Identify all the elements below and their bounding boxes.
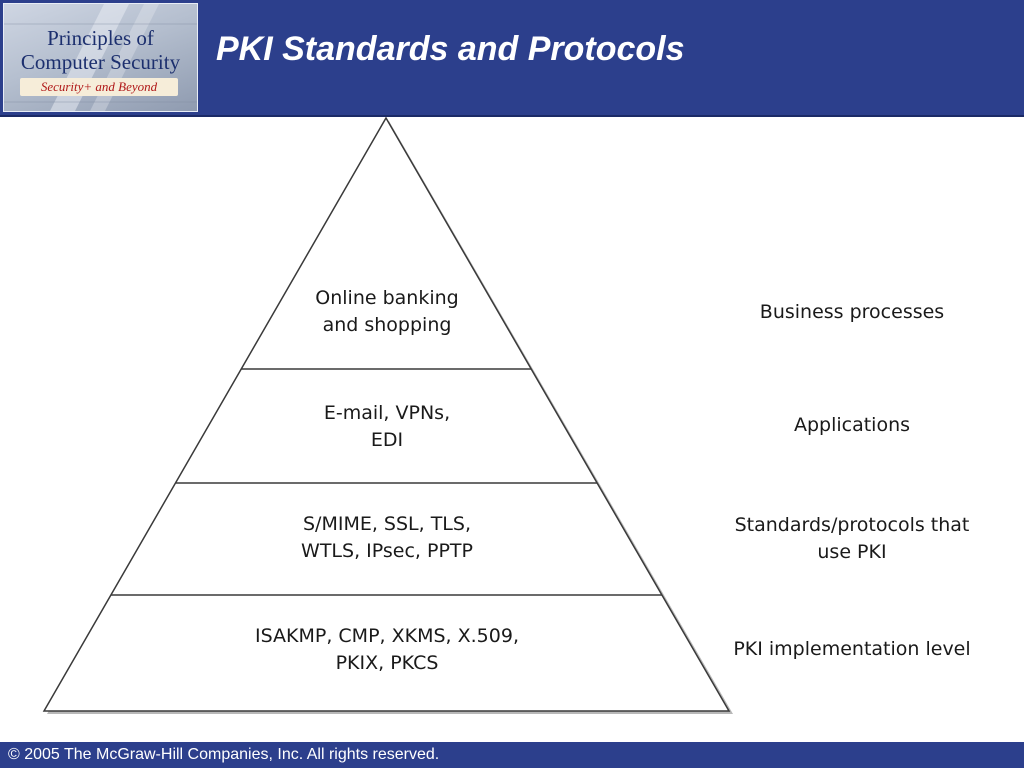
tier-label-business: Online banking and shopping <box>237 285 537 339</box>
tier-label-line: S/MIME, SSL, TLS, <box>302 513 471 535</box>
tier-label-line: EDI <box>370 429 404 451</box>
footer-bar: © 2005 The McGraw-Hill Companies, Inc. A… <box>0 742 1024 768</box>
header-divider <box>0 115 1024 117</box>
pyramid-outline <box>42 116 731 712</box>
book-logo: Principles of Computer Security Security… <box>3 3 198 112</box>
side-label-line: use PKI <box>817 541 887 563</box>
tier-label-line: PKIX, PKCS <box>335 652 439 674</box>
logo-title-line2: Computer Security <box>20 50 181 74</box>
tier-label-implementation: ISAKMP, CMP, XKMS, X.509, PKIX, PKCS <box>187 623 587 677</box>
logo-title-line1: Principles of <box>47 26 154 50</box>
side-label-business-processes: Business processes <box>712 299 992 326</box>
logo-subtitle: Security+ and Beyond <box>20 78 178 96</box>
tier-label-line: E-mail, VPNs, <box>323 402 451 424</box>
pyramid-diagram <box>42 116 733 714</box>
tier-label-line: ISAKMP, CMP, XKMS, X.509, <box>255 625 519 647</box>
tier-label-line: Online banking <box>315 287 459 309</box>
tier-label-protocols: S/MIME, SSL, TLS, WTLS, IPsec, PPTP <box>187 511 587 565</box>
side-label-standards: Standards/protocols that use PKI <box>702 512 1002 566</box>
tier-label-applications: E-mail, VPNs, EDI <box>237 400 537 454</box>
side-label-pki-implementation: PKI implementation level <box>702 636 1002 663</box>
side-label-line: PKI implementation level <box>733 638 971 660</box>
copyright-text: © 2005 The McGraw-Hill Companies, Inc. A… <box>8 746 440 763</box>
side-label-applications: Applications <box>712 412 992 439</box>
tier-label-line: and shopping <box>322 314 452 336</box>
side-label-line: Business processes <box>759 301 945 323</box>
side-label-line: Standards/protocols that <box>734 514 970 536</box>
side-label-line: Applications <box>793 414 911 436</box>
header-bar: Principles of Computer Security Security… <box>0 0 1024 117</box>
tier-label-line: WTLS, IPsec, PPTP <box>301 540 473 562</box>
slide-title: PKI Standards and Protocols <box>216 30 685 68</box>
